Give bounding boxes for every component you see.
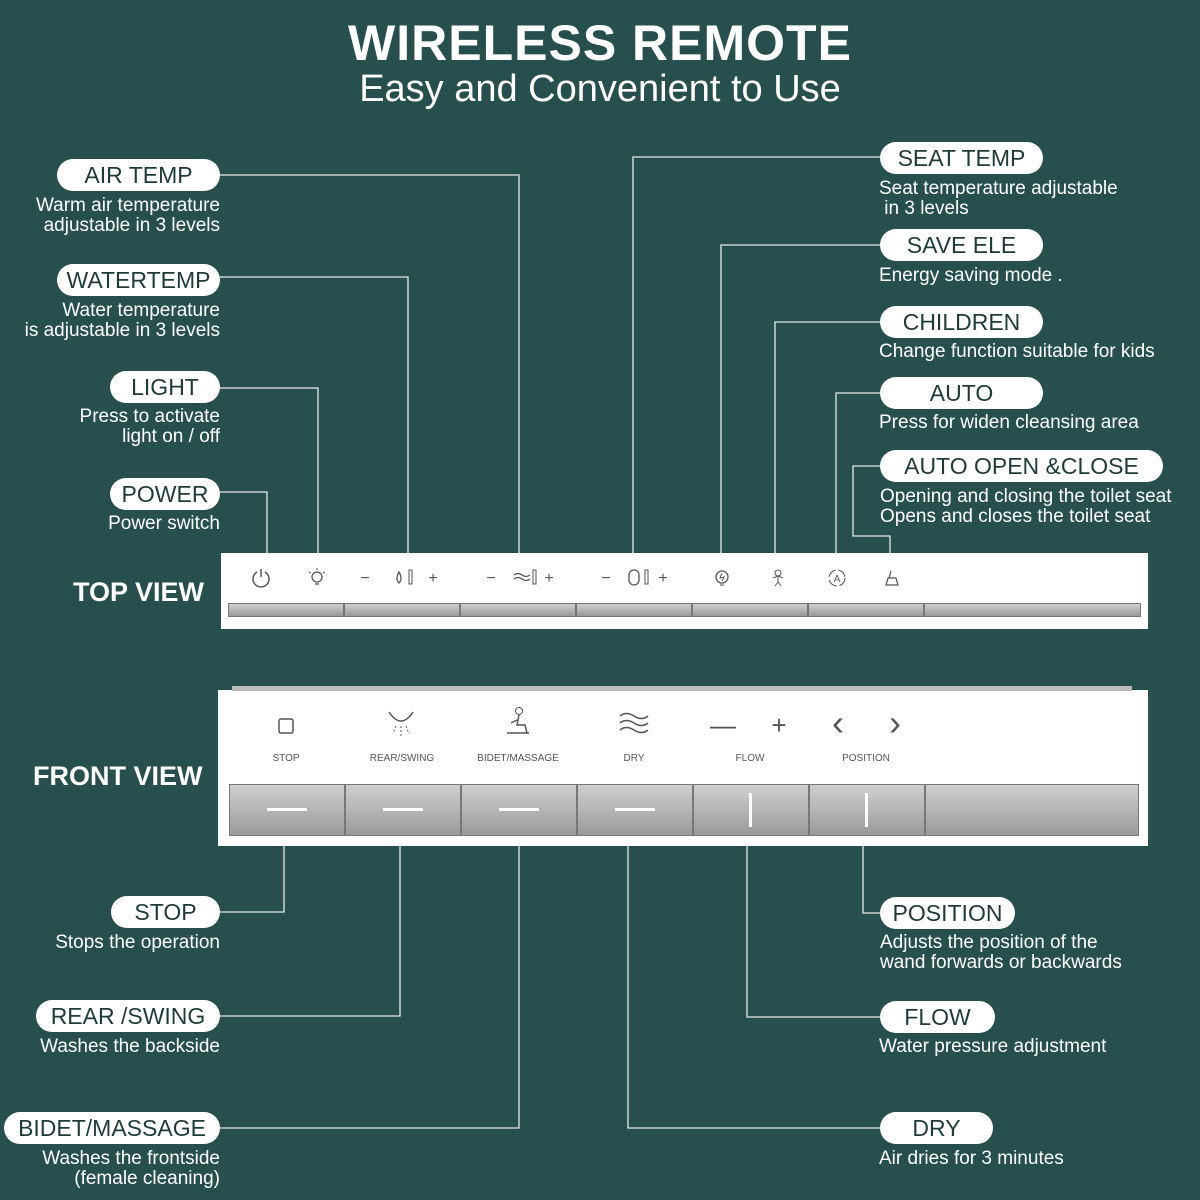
rear-swing-icon [381, 708, 421, 742]
remote-top-panel: − + − + − + A [221, 553, 1148, 629]
stop-icon [266, 710, 306, 744]
stop-text: STOP [272, 753, 300, 764]
auto-icon[interactable]: A [817, 567, 857, 591]
power-icon[interactable] [241, 567, 281, 591]
children-icon[interactable] [758, 567, 798, 591]
svg-text:A: A [834, 574, 841, 585]
bidet-massage-desc: Washes the frontside (female cleaning) [42, 1148, 220, 1189]
auto-desc: Press for widen cleansing area [879, 412, 1139, 433]
page-subtitle: Easy and Convenient to Use [359, 68, 841, 110]
auto-open-close-icon[interactable] [872, 567, 912, 591]
top-button-4[interactable] [576, 603, 692, 617]
auto-open-close-label: AUTO OPEN &CLOSE [880, 450, 1163, 482]
stop-desc: Stops the operation [55, 932, 220, 953]
bidet-icon [498, 706, 538, 740]
top-button-2[interactable] [344, 603, 460, 617]
power-desc: Power switch [108, 513, 220, 534]
seat-temp-minus[interactable]: − [601, 570, 611, 587]
light-label: LIGHT [110, 371, 220, 403]
air-temp-plus[interactable]: + [544, 570, 554, 587]
position-label: POSITION [880, 897, 1015, 929]
dry-icon [614, 710, 654, 744]
dry-text: DRY [623, 753, 645, 764]
save-ele-desc: Energy saving mode . [879, 265, 1063, 286]
seat-temp-label: SEAT TEMP [880, 142, 1043, 174]
top-view-label: TOP VIEW [73, 577, 205, 607]
position-back-icon: ‹ [832, 702, 844, 743]
flow-label: FLOW [880, 1001, 995, 1033]
remote-top-edge [232, 686, 1132, 691]
dry-label: DRY [880, 1112, 993, 1144]
bidet-massage-button[interactable] [461, 784, 577, 836]
page-title: WIRELESS REMOTE [348, 15, 852, 71]
flow-desc: Water pressure adjustment [879, 1036, 1107, 1057]
remote-front-panel: — + ‹ › STOP REAR/SWING BIDET/MASSAGE DR… [218, 686, 1148, 846]
auto-label: AUTO [880, 377, 1043, 409]
save-ele-label: SAVE ELE [880, 229, 1043, 261]
stop-label: STOP [111, 896, 220, 928]
seat-temp-plus[interactable]: + [658, 570, 668, 587]
front-view-label: FRONT VIEW [33, 761, 203, 791]
blank-button[interactable] [925, 784, 1139, 836]
top-button-5[interactable] [692, 603, 808, 617]
children-desc: Change function suitable for kids [879, 341, 1155, 362]
power-label: POWER [110, 478, 220, 510]
air-temp-label: AIR TEMP [57, 159, 220, 191]
top-button-6[interactable] [808, 603, 924, 617]
air-temp-minus[interactable]: − [486, 570, 496, 587]
dry-button[interactable] [577, 784, 693, 836]
top-button-1[interactable] [228, 603, 344, 617]
bidet-text: BIDET/MASSAGE [477, 753, 559, 764]
water-temp-label: WATERTEMP [57, 264, 220, 296]
flow-minus-icon: — [710, 710, 736, 740]
rear-swing-desc: Washes the backside [40, 1036, 220, 1057]
position-text: POSITION [842, 753, 890, 764]
children-label: CHILDREN [880, 306, 1043, 338]
seat-temp-icon [621, 567, 661, 591]
water-temp-icon [386, 567, 426, 591]
light-icon[interactable] [297, 567, 337, 591]
air-temp-icon [506, 567, 546, 591]
air-temp-desc: Warm air temperature adjustable in 3 lev… [35, 195, 220, 236]
water-temp-minus[interactable]: − [360, 570, 370, 587]
top-button-3[interactable] [460, 603, 576, 617]
rear-swing-button[interactable] [345, 784, 461, 836]
flow-button[interactable] [693, 784, 809, 836]
stop-button[interactable] [229, 784, 345, 836]
seat-temp-desc: Seat temperature adjustable in 3 levels [879, 178, 1118, 219]
water-temp-desc: Water temperature is adjustable in 3 lev… [24, 300, 220, 341]
light-desc: Press to activate light on / off [79, 406, 220, 447]
rear-swing-label: REAR /SWING [36, 1000, 220, 1032]
position-desc: Adjusts the position of the wand forward… [880, 932, 1122, 973]
save-ele-icon[interactable] [702, 567, 742, 591]
auto-open-close-desc: Opening and closing the toilet seat Open… [880, 486, 1172, 527]
bidet-massage-label: BIDET/MASSAGE [4, 1112, 220, 1144]
rear-text: REAR/SWING [369, 753, 435, 764]
top-button-7[interactable] [924, 603, 1141, 617]
position-forward-icon: › [889, 702, 901, 743]
water-temp-plus[interactable]: + [428, 570, 438, 587]
flow-plus-icon: + [771, 710, 787, 740]
dry-desc: Air dries for 3 minutes [879, 1148, 1064, 1169]
position-button[interactable] [809, 784, 925, 836]
flow-text: FLOW [735, 753, 765, 764]
